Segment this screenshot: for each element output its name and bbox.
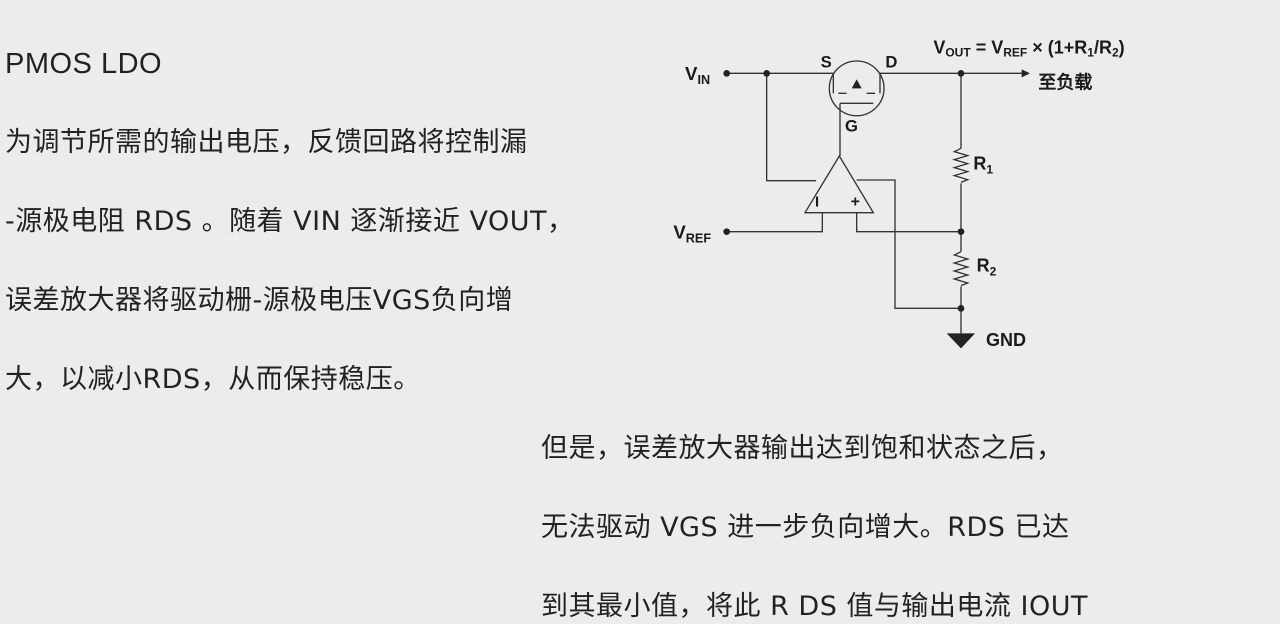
svg-text:VIN: VIN [685,63,710,87]
paragraph2-line: 但是，误差放大器输出达到饱和状态之后， [541,433,1064,464]
gate-label: G [845,117,858,136]
vin-subscript: IN [697,73,710,87]
svg-text:VREF: VREF [673,221,711,245]
r1-label: R [973,153,986,173]
drain-label: D [885,53,897,72]
source-label: S [821,53,832,72]
output-formula: VOUT = VREF × (1+R1/R2) [933,37,1124,59]
paragraph1-line: -源极电阻 RDS 。随着 VIN 逐渐接近 VOUT， [5,206,575,237]
arrow-icon [1021,69,1030,78]
gnd-label: GND [986,330,1026,350]
pmos-transistor-symbol [828,60,885,117]
vref-label: V [673,221,686,242]
paragraph1-line: 大，以减小RDS，从而保持稳压。 [5,364,421,395]
pmos-ldo-circuit-diagram: VIN VREF S D G I + VOUT = VREF × (1+R1/R… [673,37,1124,350]
r2-label: R [977,256,990,276]
ground-icon [946,333,975,349]
svg-text:R1: R1 [973,153,993,176]
paragraph2-line: 到其最小值，将此 R DS 值与输出电流 IOUT [541,591,1088,622]
paragraph2-line: 无法驱动 VGS 进一步负向增大。RDS 已达 [541,512,1070,543]
vref-subscript: REF [686,231,712,245]
noninverting-input-label: + [851,194,860,211]
inverting-input-label: I [815,195,819,211]
to-load-label: 至负载 [1038,71,1092,92]
page-title: PMOS LDO [5,48,163,80]
paragraph1-line: 误差放大器将驱动栅-源极电压VGS负向增 [5,285,514,316]
paragraph1-line: 为调节所需的输出电压，反馈回路将控制漏 [5,127,528,158]
vin-label: V [685,63,698,84]
svg-text:R2: R2 [977,256,997,279]
error-amplifier-symbol [803,154,875,214]
